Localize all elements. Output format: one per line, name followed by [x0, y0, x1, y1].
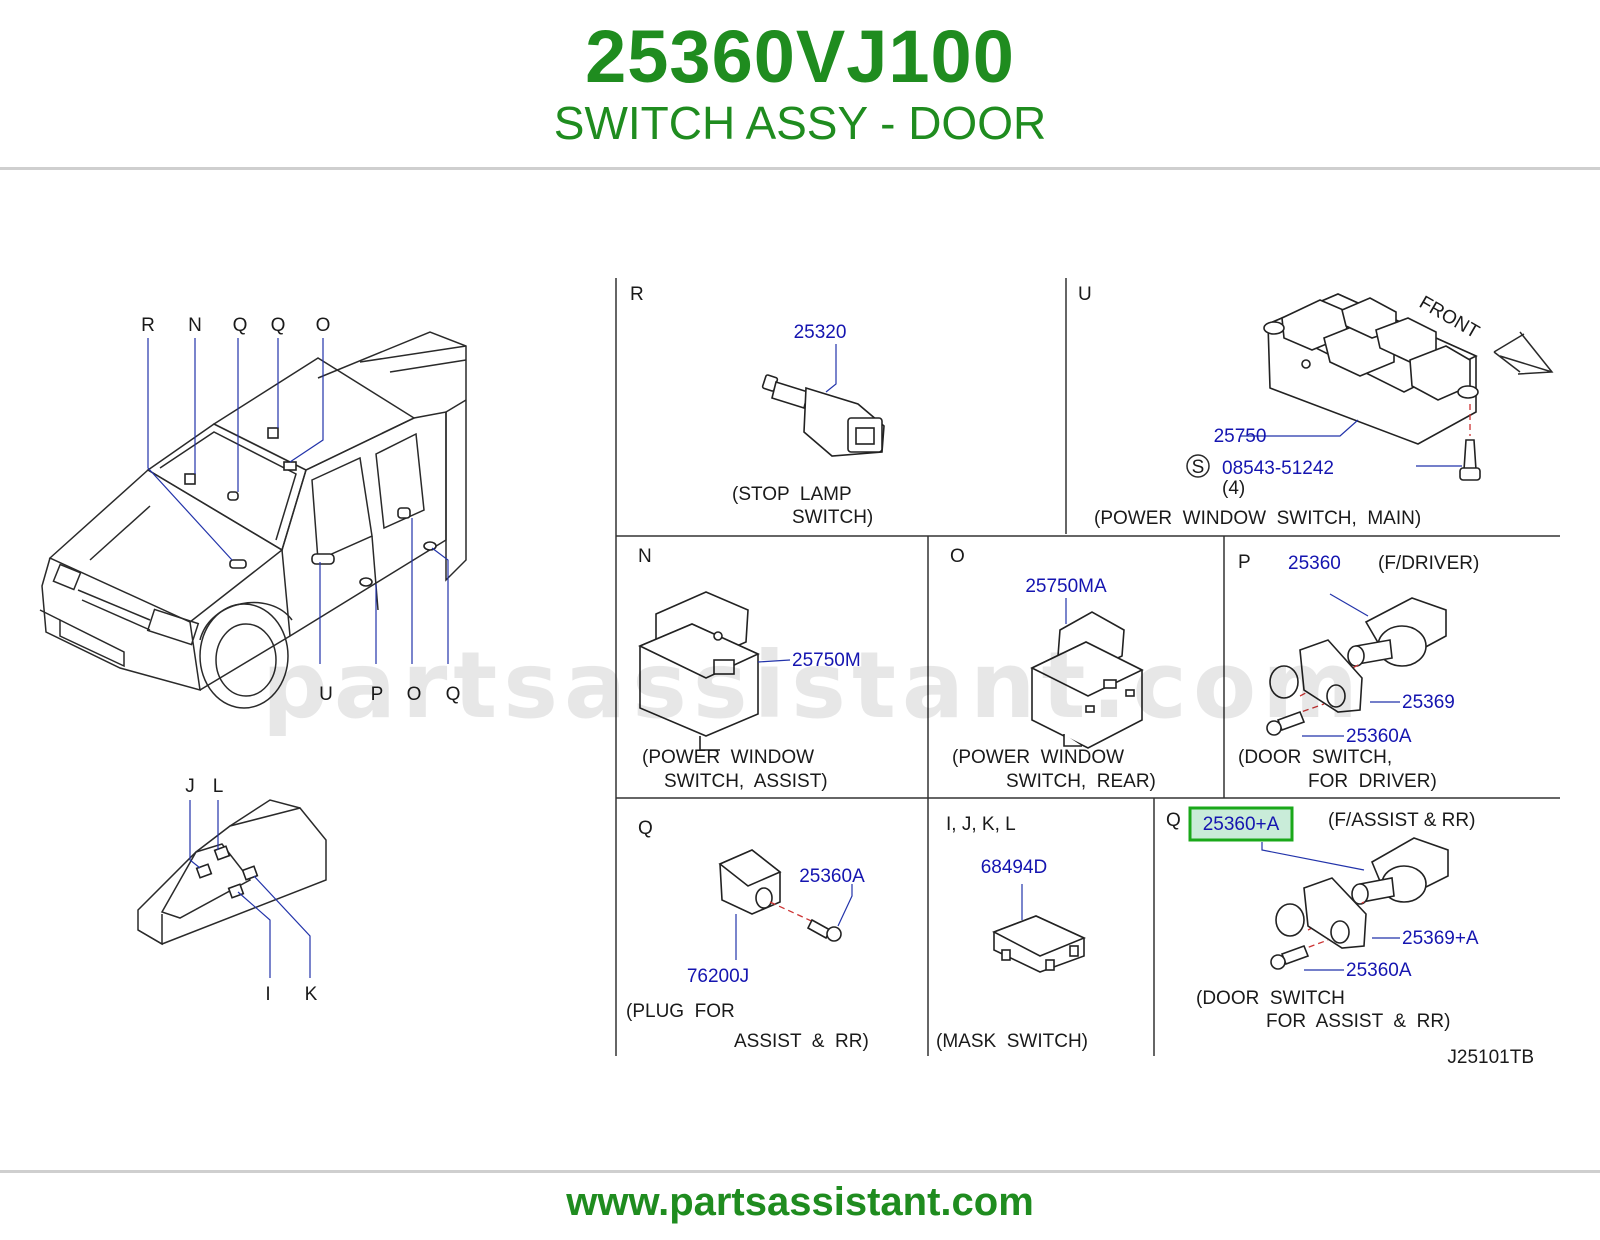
- panel-caption-line: (DOOR SWITCH,: [1238, 747, 1392, 768]
- part-number-label[interactable]: 08543-51242: [1222, 458, 1334, 479]
- panel-letter: P: [1238, 552, 1251, 573]
- part-number-label[interactable]: 25360A: [1346, 960, 1412, 981]
- part-name-subtitle: SWITCH ASSY - DOOR: [553, 97, 1047, 149]
- panel-stop-lamp-switch: R 25320 (STOP LAMP SWITCH): [630, 284, 885, 528]
- vehicle-callout-o: O: [316, 315, 331, 336]
- console-callout-k: K: [305, 984, 318, 1005]
- panel-caption-line: (STOP LAMP: [732, 484, 852, 505]
- panel-letter: Q: [638, 818, 653, 839]
- front-arrow-icon: [1493, 331, 1554, 375]
- panel-letter: O: [950, 546, 965, 567]
- switch-bracket-part: [1269, 639, 1363, 713]
- highlighted-part-box[interactable]: [1188, 806, 1294, 842]
- switch-bracket-part: [1275, 877, 1367, 949]
- panel-caption-line: (POWER WINDOW: [642, 747, 814, 768]
- vehicle-callout-u: U: [319, 684, 333, 705]
- part-number-label[interactable]: 25750MA: [1025, 576, 1107, 597]
- power-window-assist-switch-part: [638, 591, 760, 751]
- screw-set-prefix: S: [1192, 457, 1205, 478]
- panel-power-window-main: U FRONT 25750 S 08543-51242 (4) (POWER W…: [1078, 284, 1554, 529]
- part-number-label[interactable]: 25369: [1402, 692, 1455, 713]
- screw-set-circle-icon: [1186, 454, 1210, 478]
- panel-letter: I, J, K, L: [946, 814, 1016, 835]
- diagram-code: J25101TB: [1447, 1047, 1534, 1068]
- panel-caption-line: FOR DRIVER): [1308, 771, 1437, 792]
- console-callout-j: J: [185, 776, 195, 797]
- panel-caption-line: SWITCH): [792, 507, 873, 528]
- panel-plug-assist-rr: Q 25360A 76200J (PLUG FOR ASSIST & RR): [626, 818, 869, 1052]
- panel-caption-line: SWITCH, REAR): [1006, 771, 1156, 792]
- quantity-label: (4): [1222, 478, 1245, 499]
- vehicle-illustration: [39, 331, 467, 709]
- door-switch-assist-part: [1351, 837, 1449, 905]
- panel-letter: N: [638, 546, 652, 567]
- console-callout-i: I: [265, 984, 270, 1005]
- panel-letter: R: [630, 284, 644, 305]
- panel-letter: Q: [1166, 810, 1181, 831]
- panel-door-switch-assist-rr: Q 25360+A (F/ASSIST & RR) 25369+A 25360A…: [1166, 806, 1479, 1032]
- panel-grid: [615, 278, 1560, 1056]
- stop-lamp-switch-part: [761, 374, 885, 457]
- part-number-label[interactable]: 25750M: [792, 650, 861, 671]
- variant-label: (F/ASSIST & RR): [1328, 810, 1475, 831]
- header-divider: [0, 167, 1600, 170]
- part-number-label[interactable]: 68494D: [981, 857, 1048, 878]
- vehicle-callout-p: P: [371, 684, 384, 705]
- variant-label: (F/DRIVER): [1378, 553, 1479, 574]
- panel-caption-line: (DOOR SWITCH: [1196, 988, 1345, 1009]
- plug-part: [718, 849, 782, 915]
- panel-caption-line: ASSIST & RR): [734, 1031, 869, 1052]
- screw-icon: [1459, 439, 1481, 481]
- panel-caption-line: (POWER WINDOW SWITCH, MAIN): [1094, 508, 1421, 529]
- panel-caption-line: FOR ASSIST & RR): [1266, 1011, 1450, 1032]
- vehicle-callout-r: R: [141, 315, 155, 336]
- console-callout-l: L: [213, 776, 224, 797]
- console-illustration: [137, 799, 327, 978]
- part-number-label[interactable]: 25360A: [799, 866, 865, 887]
- panel-letter: U: [1078, 284, 1092, 305]
- power-window-rear-switch-part: [1030, 611, 1144, 749]
- vehicle-callout-q: Q: [271, 315, 286, 336]
- watermark-text: partsassistant.com: [262, 632, 1365, 739]
- panel-caption-line: SWITCH, ASSIST): [664, 771, 828, 792]
- vehicle-callout-q: Q: [446, 684, 461, 705]
- part-number-title: 25360VJ100: [585, 15, 1015, 98]
- mask-switch-part: [992, 915, 1087, 973]
- panel-door-switch-driver: P 25360 (F/DRIVER) 25369 25360A (DOOR SW…: [1238, 552, 1479, 792]
- part-number-label[interactable]: 25369+A: [1402, 928, 1479, 949]
- door-switch-driver-part: [1347, 597, 1447, 667]
- screw-icon: [806, 918, 842, 942]
- part-number-label[interactable]: 25320: [794, 322, 847, 343]
- part-number-label[interactable]: 25360: [1288, 553, 1341, 574]
- screw-icon: [1266, 710, 1306, 736]
- vehicle-callout-q: Q: [233, 315, 248, 336]
- panel-mask-switch: I, J, K, L 68494D (MASK SWITCH): [936, 814, 1088, 1052]
- footer-url-link[interactable]: www.partsassistant.com: [566, 1180, 1034, 1224]
- part-number-label[interactable]: 25360A: [1346, 726, 1412, 747]
- panel-caption-line: (PLUG FOR: [626, 1001, 735, 1022]
- vehicle-callout-o: O: [407, 684, 422, 705]
- footer-divider: [0, 1170, 1600, 1173]
- vehicle-callout-n: N: [188, 315, 202, 336]
- panel-caption-line: (MASK SWITCH): [936, 1031, 1088, 1052]
- highlighted-part-number[interactable]: 25360+A: [1203, 814, 1280, 835]
- part-number-label[interactable]: 76200J: [687, 966, 749, 987]
- panel-power-window-assist: N 25750M (POWER WINDOW SWITCH, ASSIST): [638, 546, 861, 792]
- panel-caption-line: (POWER WINDOW: [952, 747, 1124, 768]
- power-window-main-switch-part: [1263, 293, 1479, 445]
- screw-icon: [1270, 944, 1310, 970]
- panel-power-window-rear: O 25750MA (POWER WINDOW SWITCH, REAR): [950, 546, 1156, 792]
- part-number-label[interactable]: 25750: [1214, 426, 1267, 447]
